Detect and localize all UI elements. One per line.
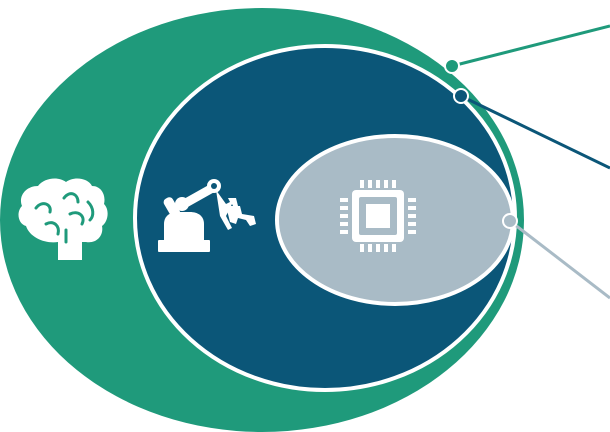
connector-inner: [502, 213, 610, 300]
brain-icon: [18, 178, 108, 260]
connector-middle: [453, 88, 610, 170]
connector-outer: [444, 24, 610, 74]
robot-arm-icon: [158, 179, 256, 252]
chip-icon: [340, 180, 416, 252]
